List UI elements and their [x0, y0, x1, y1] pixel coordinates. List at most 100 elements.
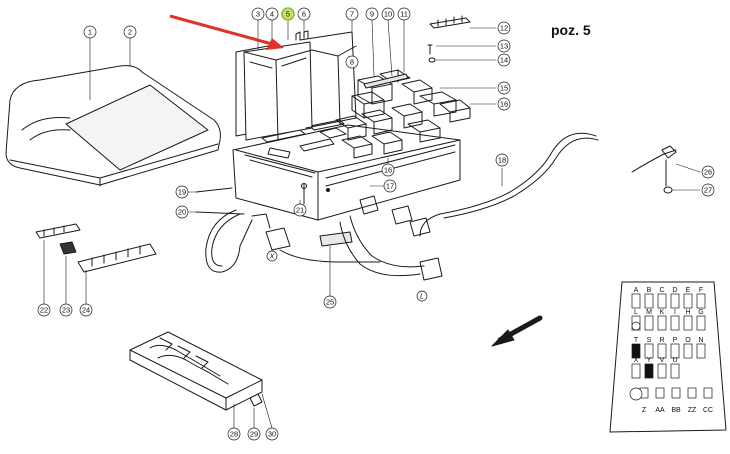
callout-30: 30 [265, 427, 279, 441]
fuse-layout-panel [609, 281, 727, 433]
svg-text:R: R [659, 337, 664, 344]
fuse-slot-e: E [683, 287, 693, 309]
callout-6: 6 [297, 7, 311, 21]
svg-text:16: 16 [384, 166, 392, 175]
svg-text:L: L [634, 309, 638, 316]
svg-text:7: 7 [350, 10, 354, 19]
fuse-slot-v: V [657, 357, 667, 379]
callout-25: 25 [323, 295, 337, 309]
svg-text:29: 29 [250, 430, 258, 439]
left-harness [195, 187, 381, 273]
svg-text:Z: Z [642, 407, 647, 414]
svg-text:6: 6 [302, 10, 306, 19]
callout-19: 19 [175, 185, 189, 199]
loose-parts-left [35, 223, 157, 273]
svg-text:23: 23 [62, 306, 70, 315]
fuse-slot-x: X [631, 357, 641, 379]
callout-5: 5 [281, 7, 295, 21]
svg-text:11: 11 [400, 10, 408, 19]
base-plate [129, 331, 263, 411]
svg-text:C: C [659, 287, 664, 294]
svg-text:20: 20 [178, 208, 186, 217]
fuse-slot-g: G [696, 309, 706, 331]
svg-text:V: V [660, 357, 665, 364]
svg-text:4: 4 [270, 10, 274, 19]
front-harness [301, 183, 443, 281]
svg-text:BB: BB [671, 407, 681, 414]
fuse-slot-n: N [696, 337, 706, 359]
main-wiring-harness [419, 132, 677, 237]
relay-box-cover [5, 65, 221, 187]
svg-text:19: 19 [178, 188, 186, 197]
svg-text:3: 3 [256, 10, 260, 19]
callout-3: 3 [251, 7, 265, 21]
svg-text:Y: Y [647, 357, 652, 364]
leader-lines [43, 19, 701, 429]
fuse-slot-s: S [644, 337, 654, 359]
svg-text:AA: AA [655, 407, 665, 414]
svg-text:ZZ: ZZ [688, 407, 697, 414]
svg-text:A: A [634, 287, 639, 294]
callout-4: 4 [265, 7, 279, 21]
fuse-slot-h: H [683, 309, 693, 331]
svg-text:I: I [674, 309, 676, 316]
callout-26: 26 [701, 165, 715, 179]
fuse-slot-b: B [644, 287, 654, 309]
fuse-slot-zz: ZZ [687, 387, 697, 414]
svg-text:E: E [686, 287, 691, 294]
svg-text:15: 15 [500, 84, 508, 93]
callout-20: 20 [175, 205, 189, 219]
svg-text:14: 14 [500, 56, 508, 65]
fuse-slot-i: I [670, 309, 680, 331]
svg-text:X: X [634, 357, 639, 364]
svg-text:B: B [647, 287, 652, 294]
direction-arrow [491, 315, 543, 347]
svg-text:5: 5 [286, 10, 290, 19]
callout-9: 9 [365, 7, 379, 21]
svg-text:O: O [685, 337, 691, 344]
callout-10: 10 [381, 7, 395, 21]
tall-relay-modules [235, 30, 357, 141]
svg-text:12: 12 [500, 24, 508, 33]
svg-text:24: 24 [82, 306, 90, 315]
connector-label-l: L [416, 290, 428, 302]
svg-text:CC: CC [703, 407, 713, 414]
svg-text:S: S [647, 337, 652, 344]
fuse-slot-k: K [657, 309, 667, 331]
svg-text:22: 22 [40, 306, 48, 315]
fuse-slot-p: P [670, 337, 680, 359]
panel-indicator-circle [631, 321, 641, 331]
svg-text:28: 28 [230, 430, 238, 439]
svg-text:X: X [269, 254, 275, 261]
fuse-slot-d: D [670, 287, 680, 309]
callout-18: 18 [495, 153, 509, 167]
callout-13: 13 [497, 39, 511, 53]
callout-15: 15 [497, 81, 511, 95]
svg-text:2: 2 [128, 28, 132, 37]
svg-text:18: 18 [498, 156, 506, 165]
svg-text:P: P [673, 337, 678, 344]
svg-text:9: 9 [370, 10, 374, 19]
fuse-slot-f: F [696, 287, 706, 309]
svg-text:25: 25 [326, 298, 334, 307]
svg-text:T: T [634, 337, 639, 344]
highlight-pointer-arrow [169, 14, 284, 50]
svg-text:M: M [646, 309, 652, 316]
svg-text:N: N [698, 337, 703, 344]
fuse-slot-o: O [683, 337, 693, 359]
svg-text:G: G [698, 309, 703, 316]
fuse-slot-c: C [657, 287, 667, 309]
callout-27: 27 [701, 183, 715, 197]
callout-24: 24 [79, 303, 93, 317]
fuse-slot-m: M [644, 309, 654, 331]
callout-12: 12 [497, 21, 511, 35]
svg-text:8: 8 [350, 58, 354, 67]
svg-text:1: 1 [88, 28, 92, 37]
svg-text:21: 21 [296, 206, 304, 215]
svg-text:16: 16 [500, 100, 508, 109]
right-small-parts [427, 15, 471, 63]
svg-text:17: 17 [386, 182, 394, 191]
callout-16: 16 [497, 97, 511, 111]
connector-label-x: X [266, 250, 278, 262]
